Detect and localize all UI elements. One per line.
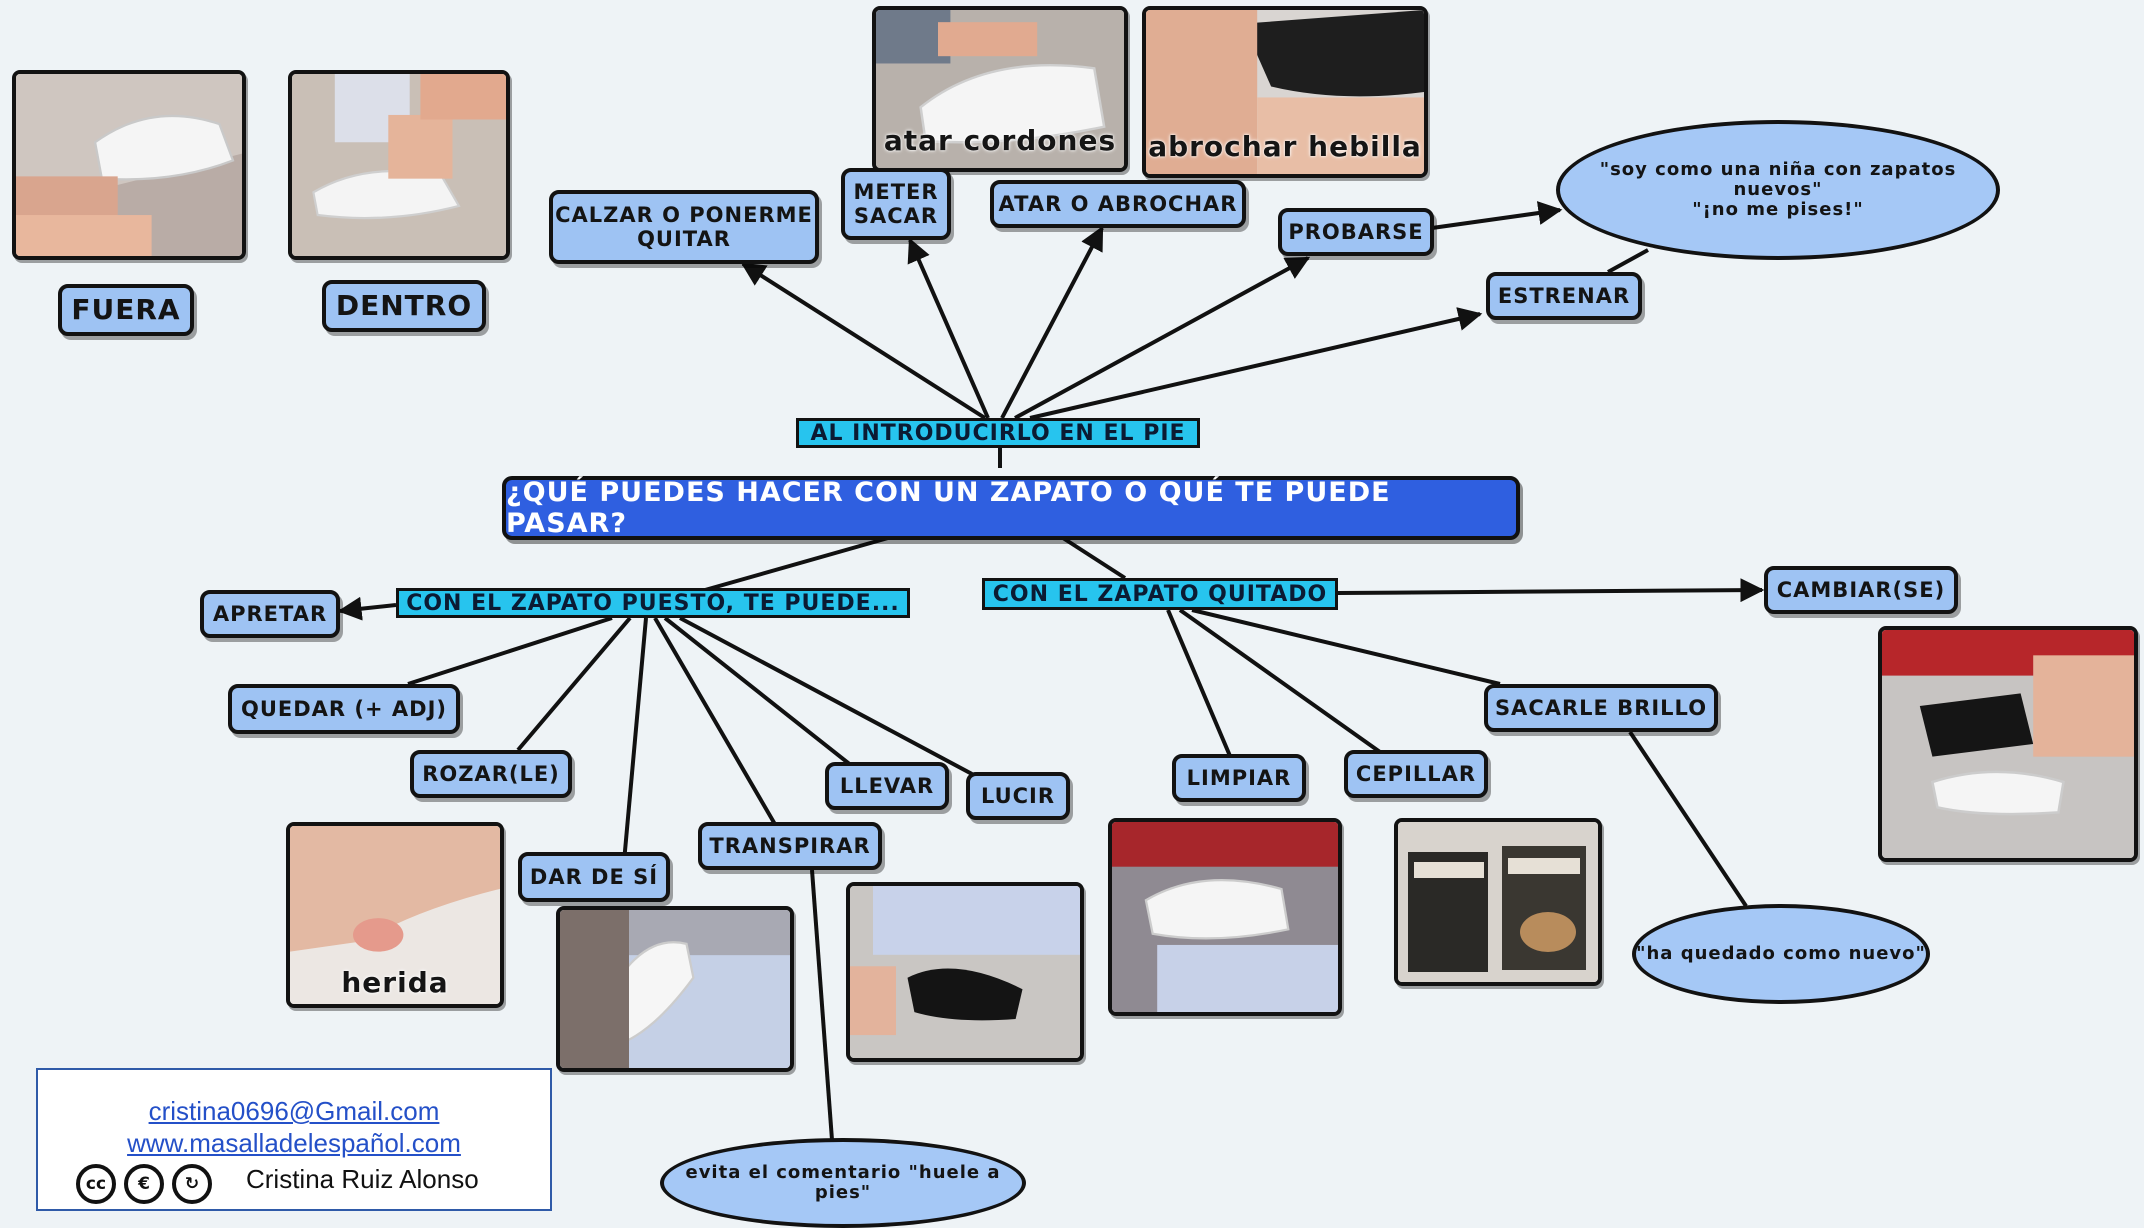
edge-estrenar-ellipse [1607,248,1649,274]
edge-to-dar-de-si [622,617,648,863]
shoe-photo-icon [876,10,1124,168]
edge-to-atar-abrochar [1000,225,1104,419]
photo-llevar-lucir [846,882,1084,1062]
edge-to-apretar [337,596,397,621]
shoe-photo-icon [16,74,242,256]
photo-cambiar [1878,626,2138,862]
band-introducirlo: AL INTRODUCIRLO EN EL PIE [796,418,1200,448]
edge-to-quedar [407,616,613,686]
photo-caption-atar-cordones: atar cordones [883,124,1117,157]
brush-photo-icon [1398,822,1598,982]
edge-to-transpirar [653,616,778,828]
node-fuera: FUERA [58,284,194,336]
edge-to-lucir [679,616,973,776]
cc-icon: cc [76,1164,116,1204]
non-commercial-icon: € [124,1164,164,1204]
shoe-photo-icon [850,886,1080,1058]
node-calzar: CALZAR O PONERME QUITAR [549,190,819,264]
photo-atar-cordones: atar cordones [872,6,1128,172]
edge-center-band-left [704,536,889,592]
band-puesto: CON EL ZAPATO PUESTO, TE PUEDE... [396,588,910,618]
node-sacarle-brillo: SACARLE BRILLO [1484,684,1718,732]
shoe-photo-icon [1112,822,1338,1012]
wound-photo-icon [290,826,500,1004]
node-llevar: LLEVAR [825,762,949,810]
node-dentro: DENTRO [322,280,486,332]
edge-sacarle-brillo-ellipse [1628,730,1748,908]
credits-box: cristina0696@Gmail.com www.masalladelesp… [36,1068,552,1211]
node-transpirar: TRANSPIRAR [698,822,882,870]
edge-to-limpiar [1166,609,1232,757]
edge-to-llevar [663,616,854,768]
shoe-photo-icon [560,910,790,1068]
edge-to-rozar [516,616,632,752]
node-cambiar: CAMBIAR(SE) [1764,566,1958,614]
ellipse-como-nuevo: "ha quedado como nuevo" [1632,904,1930,1004]
node-meter-sacar: METER SACAR [841,168,951,240]
edge-to-cambiar [1337,578,1765,603]
node-dar-de-si: DAR DE SÍ [518,852,670,902]
central-question: ¿QUÉ PUEDES HACER CON UN ZAPATO O QUÉ TE… [502,476,1520,540]
email-link[interactable]: cristina0696@Gmail.com [148,1096,440,1126]
ellipse-huele-a-pies: evita el comentario "huele a pies" [660,1138,1026,1228]
photo-dentro [288,70,510,260]
edge-probarse-ellipse [1431,201,1563,230]
license-icons: cc € ↻ [76,1164,220,1204]
edge-to-estrenar [1029,307,1483,420]
photo-caption-herida: herida [341,966,449,999]
photo-cepillar [1394,818,1602,986]
edge-to-probarse [1014,256,1311,420]
shoe-photo-icon [1146,10,1424,174]
node-cepillar: CEPILLAR [1344,750,1488,798]
photo-fuera [12,70,246,260]
photo-abrochar-hebilla: abrochar hebilla [1142,6,1428,178]
author-name: Cristina Ruiz Alonso [246,1164,479,1194]
photo-herida: herida [286,822,504,1008]
edge-to-meter-sacar [907,237,990,419]
share-alike-icon: ↻ [172,1164,212,1204]
node-lucir: LUCIR [966,772,1070,820]
node-quedar: QUEDAR (+ ADJ) [228,684,460,734]
node-apretar: APRETAR [200,590,340,638]
website-link[interactable]: www.masalladelespañol.com [127,1128,461,1158]
node-atar-abrochar: ATAR O ABROCHAR [990,180,1246,228]
ellipse-nina-zapatos-nuevos: "soy como una niña con zapatos nuevos" "… [1556,120,2000,260]
edge-to-sacarle-brillo [1191,608,1501,686]
node-rozar: ROZAR(LE) [410,750,572,798]
shoe-photo-icon [292,74,506,256]
photo-limpiar [1108,818,1342,1016]
node-limpiar: LIMPIAR [1172,754,1306,802]
edge-center-band-right [1061,536,1127,580]
photo-transpirar [556,906,794,1072]
edge-to-cepillar [1178,608,1382,754]
band-quitado: CON EL ZAPATO QUITADO [982,578,1338,610]
photo-caption-abrochar-hebilla: abrochar hebilla [1148,130,1422,163]
shoe-photo-icon [1882,630,2134,858]
edge-to-calzar [740,262,987,420]
node-probarse: PROBARSE [1278,208,1434,256]
edge-transpirar-ellipse [810,869,834,1141]
node-estrenar: ESTRENAR [1486,272,1642,320]
